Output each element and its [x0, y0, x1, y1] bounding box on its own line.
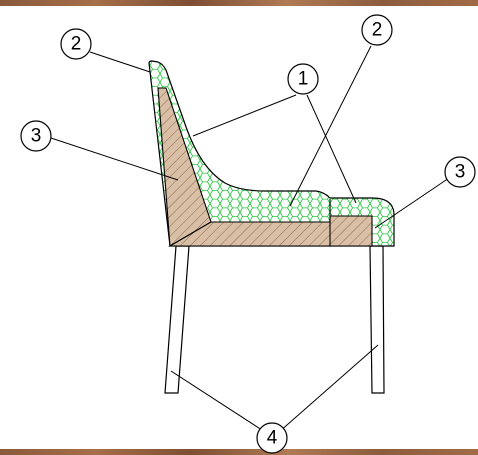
svg-text:4: 4 — [267, 428, 278, 449]
callout-3-right: 3 — [444, 156, 476, 188]
leader-2a — [89, 51, 151, 73]
callout-1: 1 — [287, 63, 319, 95]
rear-leg — [369, 245, 385, 394]
svg-text:1: 1 — [298, 69, 309, 90]
leader-3a — [50, 137, 179, 181]
leader-1-seat — [306, 94, 357, 204]
leader-4-rear — [278, 344, 379, 433]
front-leg — [164, 245, 190, 394]
callout-2-top-right: 2 — [361, 14, 393, 46]
svg-text:2: 2 — [372, 20, 383, 41]
svg-text:2: 2 — [71, 34, 82, 55]
callout-3-left: 3 — [20, 120, 52, 152]
leader-2b — [289, 45, 372, 207]
leader-1-back — [192, 94, 297, 137]
upholstery-foam — [148, 60, 395, 247]
svg-text:3: 3 — [455, 162, 466, 183]
svg-text:3: 3 — [31, 126, 42, 147]
callout-2-top-left: 2 — [60, 28, 92, 60]
wood-border-top — [0, 0, 478, 6]
leader-3b — [374, 177, 450, 229]
callout-4: 4 — [256, 422, 288, 454]
wood-border-bottom — [0, 449, 478, 455]
leader-4-front — [170, 370, 266, 433]
